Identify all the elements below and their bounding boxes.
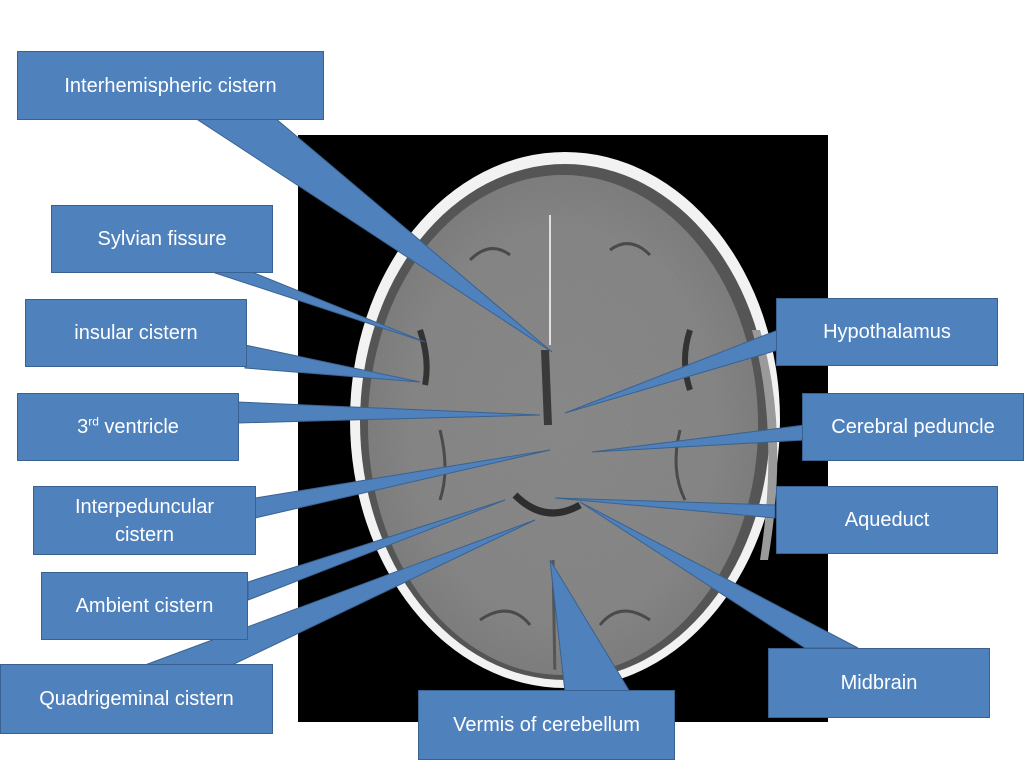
callout-pointers — [144, 117, 859, 693]
label-quadrigeminal-cistern: Quadrigeminal cistern — [39, 688, 234, 710]
label-3rd-ventricle-number: 3 — [77, 416, 89, 438]
callout-3rd-ventricle: 3rd ventricle — [17, 393, 239, 461]
label-insular-cistern: insular cistern — [74, 322, 198, 344]
callout-sylvian-fissure: Sylvian fissure — [51, 205, 273, 273]
callout-insular-cistern: insular cistern — [25, 299, 247, 367]
callout-hypothalamus: Hypothalamus — [776, 298, 998, 366]
callout-aqueduct: Aqueduct — [776, 486, 998, 554]
label-3rd-ventricle: 3rd ventricle — [77, 413, 179, 441]
label-ambient-cistern: Ambient cistern — [75, 595, 214, 617]
callout-vermis-of-cerebellum: Vermis of cerebellum — [418, 690, 675, 760]
callout-midbrain: Midbrain — [768, 648, 990, 718]
label-3rd-ventricle-text: ventricle — [98, 416, 179, 438]
callout-ambient-cistern: Ambient cistern — [41, 572, 248, 640]
callout-interpeduncular-cistern: Interpeduncular cistern — [33, 486, 256, 555]
scalp-right — [752, 330, 778, 560]
callout-cerebral-peduncle: Cerebral peduncle — [802, 393, 1024, 461]
label-sylvian-fissure: Sylvian fissure — [97, 228, 227, 250]
label-cerebral-peduncle: Cerebral peduncle — [831, 416, 995, 438]
label-midbrain: Midbrain — [840, 672, 918, 694]
label-interhemispheric-cistern: Interhemispheric cistern — [64, 74, 277, 97]
label-interpeduncular-line1: Interpeduncular — [75, 495, 214, 518]
label-3rd-ventricle-suffix: rd — [88, 414, 99, 429]
brain-sulci — [417, 215, 693, 670]
pointer-ambient — [247, 499, 506, 601]
pointer-aqueduct — [554, 497, 776, 519]
label-hypothalamus: Hypothalamus — [823, 321, 951, 343]
callout-quadrigeminal-cistern: Quadrigeminal cistern — [0, 664, 273, 734]
label-vermis-of-cerebellum: Vermis of cerebellum — [453, 714, 640, 736]
label-aqueduct: Aqueduct — [844, 509, 930, 531]
callout-interhemispheric-cistern: Interhemispheric cistern — [17, 51, 324, 120]
label-interpeduncular-line2: cistern — [115, 523, 174, 546]
